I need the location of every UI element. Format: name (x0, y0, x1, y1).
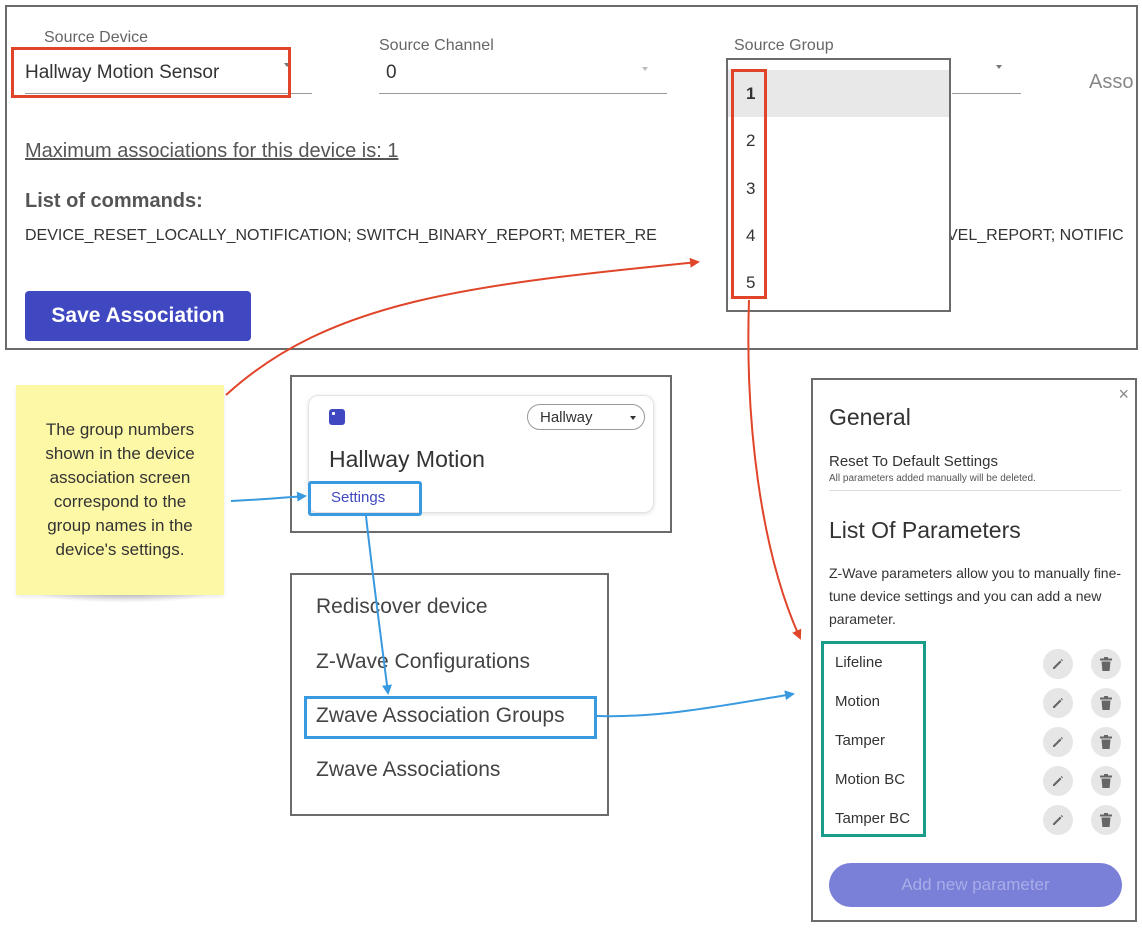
group-option-3[interactable]: 3 (746, 178, 756, 198)
source-channel-underline (379, 93, 667, 94)
room-select-value: Hallway (540, 408, 593, 426)
menu-item-zwave-configurations[interactable]: Z-Wave Configurations (316, 650, 530, 673)
parameters-description: Z-Wave parameters allow you to manually … (829, 565, 1122, 627)
pencil-icon (1053, 698, 1063, 708)
reset-defaults-link[interactable]: Reset To Default Settings (829, 453, 998, 470)
parameters-highlight (821, 641, 926, 837)
add-parameter-button[interactable]: Add new parameter (829, 863, 1122, 907)
menu-item-zwave-associations[interactable]: Zwave Associations (316, 758, 501, 781)
menu-item-rediscover-device[interactable]: Rediscover device (316, 595, 488, 618)
parameter-lifeline: Lifeline (835, 654, 883, 671)
edit-motion-bc-button[interactable] (1043, 766, 1073, 796)
edit-motion-button[interactable] (1043, 688, 1073, 718)
parameter-tamper-bc: Tamper BC (835, 810, 911, 827)
group-numbers-highlight (731, 69, 767, 299)
groups-to-parameters-arrow (747, 299, 802, 640)
menu-to-parameters-arrow (596, 690, 795, 718)
trash-icon (1100, 735, 1112, 749)
edit-tamper-bc-button[interactable] (1043, 805, 1073, 835)
group-option-2[interactable]: 2 (746, 130, 756, 150)
pencil-icon (1053, 776, 1063, 786)
source-group-chevron-down-icon (996, 65, 1002, 69)
sticky-note-text: The group numbers shown in the device as… (45, 420, 195, 559)
pencil-icon (1053, 659, 1063, 669)
save-association-button[interactable]: Save Association (25, 291, 251, 341)
source-channel-label: Source Channel (379, 37, 494, 54)
device-card: Hallway Hallway Motion Settings (308, 395, 654, 513)
sticky-note: The group numbers shown in the device as… (16, 385, 224, 595)
delete-tamper-button[interactable] (1091, 727, 1121, 757)
room-chevron-down-icon (630, 416, 636, 420)
menu-item-zwave-association-groups[interactable]: Zwave Association Groups (316, 704, 565, 727)
source-group-dropdown: 1 2 3 4 5 (726, 58, 951, 312)
device-title: Hallway Motion (329, 446, 485, 472)
edit-lifeline-button[interactable] (1043, 649, 1073, 679)
general-title: General (829, 404, 911, 430)
edit-tamper-button[interactable] (1043, 727, 1073, 757)
association-partial-label: Asso (1089, 71, 1134, 93)
parameter-motion-bc: Motion BC (835, 771, 906, 788)
source-device-chevron-down-icon (284, 63, 290, 67)
source-group-underline (952, 93, 1021, 94)
trash-icon (1100, 813, 1112, 827)
commands-list-tail: VEL_REPORT; NOTIFIC (947, 227, 1124, 244)
divider (829, 490, 1121, 491)
device-settings-menu: Rediscover device Z-Wave Configurations … (290, 573, 609, 816)
delete-motion-button[interactable] (1091, 688, 1121, 718)
parameter-motion: Motion (835, 693, 881, 710)
source-device-select[interactable]: Hallway Motion Sensor (25, 62, 220, 83)
parameter-tamper: Tamper (835, 732, 886, 749)
association-groups-highlight (304, 696, 597, 739)
settings-link[interactable]: Settings (331, 489, 386, 506)
source-channel-chevron-down-icon (642, 67, 648, 71)
device-settings-panel: × General Reset To Default Settings All … (811, 378, 1137, 922)
trash-icon (1100, 774, 1112, 788)
max-associations-text: Maximum associations for this device is:… (25, 140, 399, 162)
room-select[interactable]: Hallway (527, 404, 645, 430)
source-group-label: Source Group (734, 37, 834, 54)
group-option-5[interactable]: 5 (746, 272, 756, 292)
settings-link-highlight (308, 481, 422, 516)
trash-icon (1100, 657, 1112, 671)
reset-defaults-note: All parameters added manually will be de… (829, 473, 1036, 484)
commands-title: List of commands: (25, 190, 203, 212)
source-channel-select[interactable]: 0 (386, 62, 397, 83)
source-device-underline (25, 93, 312, 94)
delete-tamper-bc-button[interactable] (1091, 805, 1121, 835)
device-icon (329, 409, 345, 425)
trash-icon (1100, 696, 1112, 710)
pencil-icon (1053, 737, 1063, 747)
delete-lifeline-button[interactable] (1091, 649, 1121, 679)
source-device-label: Source Device (44, 29, 149, 46)
commands-list: DEVICE_RESET_LOCALLY_NOTIFICATION; SWITC… (25, 227, 657, 244)
group-option-4[interactable]: 4 (746, 225, 756, 245)
pencil-icon (1053, 815, 1063, 825)
device-card-panel: Hallway Hallway Motion Settings (290, 375, 672, 533)
source-device-highlight (11, 47, 291, 98)
parameters-title: List Of Parameters (829, 517, 1021, 543)
delete-motion-bc-button[interactable] (1091, 766, 1121, 796)
close-icon[interactable]: × (1118, 384, 1129, 404)
